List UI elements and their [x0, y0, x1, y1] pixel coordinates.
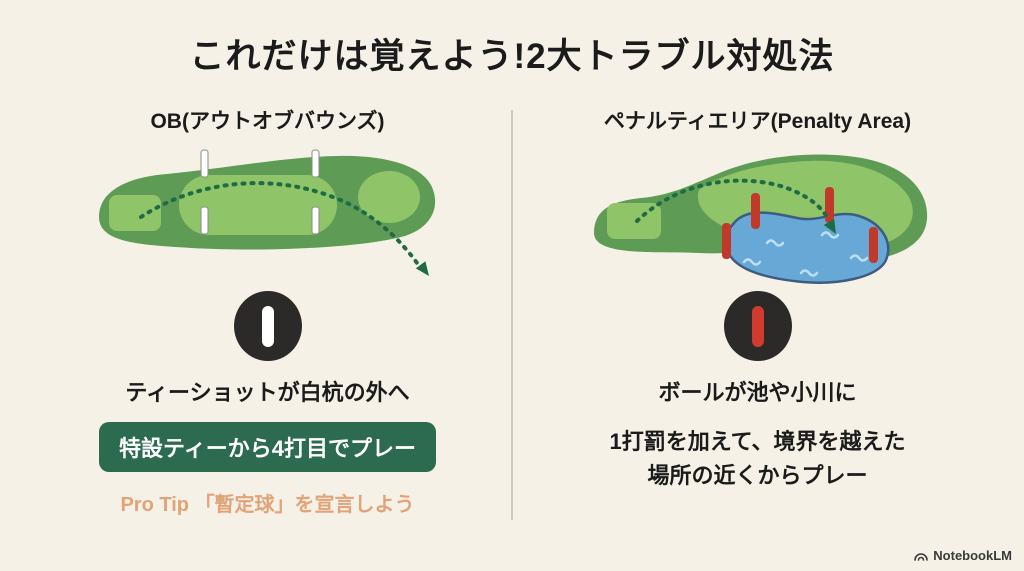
flight-arrowhead-icon — [823, 219, 836, 234]
ob-course-svg — [98, 149, 435, 276]
flight-arrowhead-icon — [415, 261, 429, 276]
water-waves — [742, 231, 868, 277]
tee-box — [606, 203, 661, 239]
ball-flight-path — [138, 181, 419, 265]
penalty-rule-text: 1打罰を加えて、境界を越えた 場所の近くからプレー — [609, 429, 906, 489]
ob-rule-box: 特設ティーから4打目でプレー — [99, 422, 436, 472]
penalty-section: ペナルティエリア(Penalty Area) — [525, 105, 990, 493]
brand-name: NotebookLM — [933, 548, 1012, 563]
ball-flight-path — [634, 178, 831, 223]
column-divider — [511, 110, 513, 520]
red-stake-icon — [723, 291, 792, 361]
ob-rule-label: 特設ティーから4打目でプレー — [119, 436, 416, 461]
penalty-course-illustration — [579, 145, 937, 287]
ob-section: OB(アウトオブバウンズ) ティーショットが白杭の外へ — [35, 105, 500, 517]
page-title: これだけは覚えよう!2大トラブル対処法 — [189, 37, 835, 76]
putting-green — [357, 171, 420, 223]
fairway — [178, 175, 337, 235]
white-stake-icon — [233, 291, 302, 361]
ob-heading: OB(アウトオブバウンズ) — [150, 110, 385, 133]
notebooklm-logo-icon — [914, 553, 929, 561]
ob-pro-tip: Pro Tip 「暫定球」を宣言しよう — [120, 494, 415, 516]
brand-footer: NotebookLM — [913, 548, 1012, 563]
penalty-caption: ボールが池や小川に — [658, 380, 857, 405]
tee-box — [108, 195, 161, 231]
penalty-heading: ペナルティエリア(Penalty Area) — [603, 110, 912, 133]
red-stake-bar — [751, 305, 764, 347]
ob-course-illustration — [79, 145, 457, 287]
penalty-course-svg — [593, 154, 927, 284]
white-boundary-stakes — [200, 149, 319, 235]
ob-caption: ティーショットが白杭の外へ — [125, 380, 410, 405]
white-stake-bar — [261, 305, 274, 347]
